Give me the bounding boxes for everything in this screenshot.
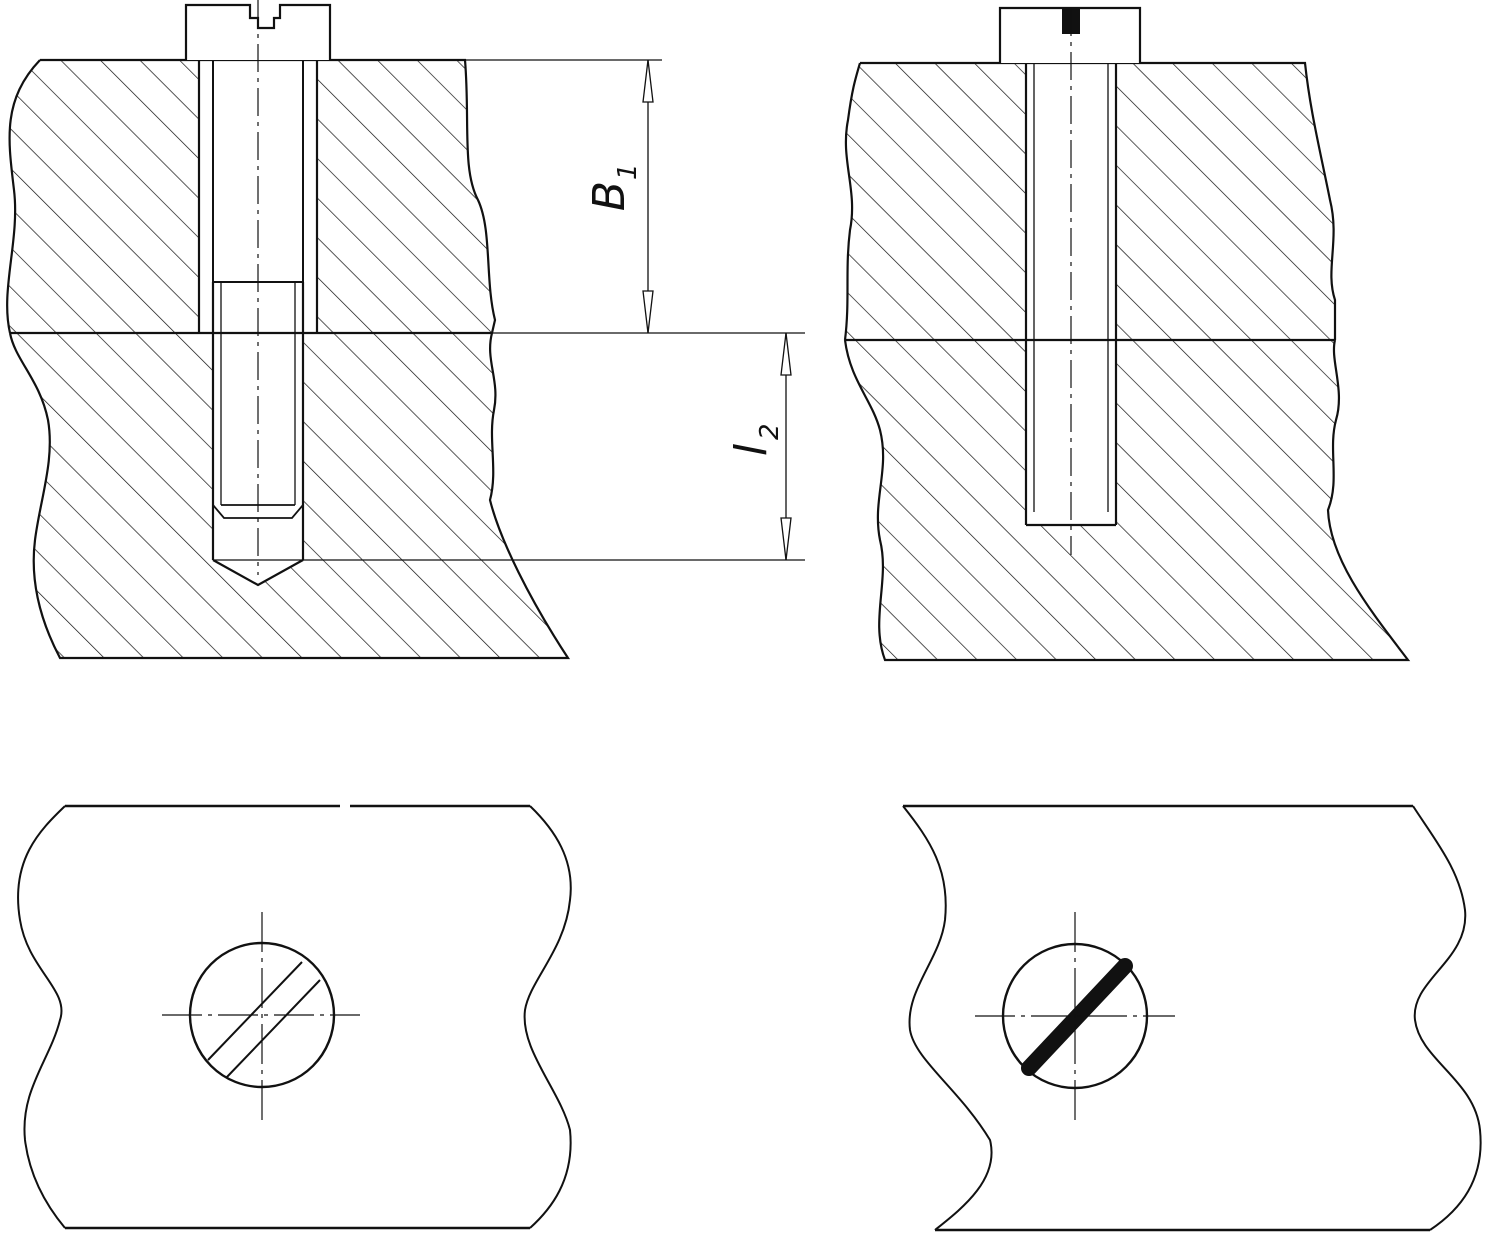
right-plan-view — [902, 804, 1482, 1232]
slot-edge-1 — [207, 961, 303, 1061]
lower-plate-outline-right — [843, 339, 1411, 662]
left-plan-view — [17, 804, 572, 1230]
lower-plate-hatching-right — [845, 340, 1408, 660]
right-section-view — [843, 6, 1411, 662]
b1-subscript: 1 — [613, 163, 643, 180]
upper-plate-outline-right — [860, 61, 1337, 340]
l2-subscript: 2 — [755, 423, 785, 440]
slot-edge-2 — [225, 979, 321, 1079]
b1-label: B — [584, 181, 635, 211]
drill-point — [212, 559, 304, 587]
l2-label: l — [726, 443, 777, 456]
lower-plate-outline — [8, 332, 571, 660]
left-plan-break-right — [523, 805, 572, 1229]
dimension-b1: B 1 — [330, 59, 805, 334]
right-plan-break-left — [902, 805, 993, 1231]
upper-plate-break-line — [6, 59, 41, 334]
dimension-l2: l 2 — [303, 332, 805, 561]
left-section-view — [6, 0, 571, 660]
screw-head — [184, 3, 332, 60]
screw-slot-filled — [1021, 958, 1133, 1076]
upper-plate-outline — [40, 58, 497, 334]
right-plan-break-right — [1412, 805, 1482, 1231]
left-plan-break-left — [17, 805, 66, 1229]
